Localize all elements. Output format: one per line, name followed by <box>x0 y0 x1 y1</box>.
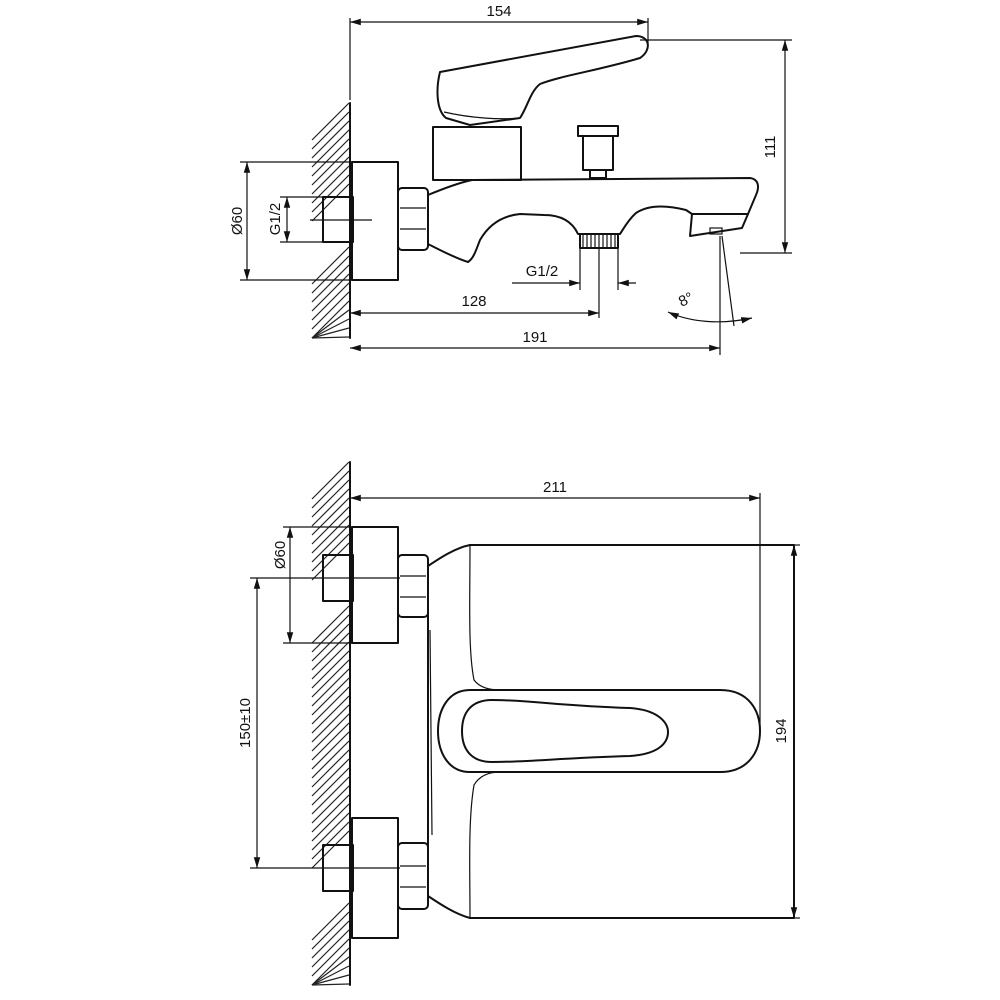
hatch-line <box>311 695 350 734</box>
mixer-body <box>427 177 759 263</box>
hatch-line <box>311 794 350 833</box>
hatch-line <box>311 659 350 698</box>
hatch-line <box>311 111 350 150</box>
hatch-line <box>311 974 350 986</box>
hatch-line <box>311 965 350 986</box>
hatch-line <box>311 327 350 339</box>
hatch-line <box>311 479 350 518</box>
hatch-line <box>311 102 350 141</box>
hatch-line <box>311 515 350 554</box>
hatch-line <box>311 632 350 671</box>
dim-wall-dia: Ø60 <box>229 207 246 235</box>
wall-flange <box>351 161 399 281</box>
dim-width: 194 <box>773 718 790 743</box>
hatch-line <box>311 470 350 509</box>
dim-width-top: 154 <box>486 3 511 20</box>
nut-upper <box>397 554 429 618</box>
lever-oval <box>437 689 761 773</box>
hatch-line <box>311 524 350 563</box>
hatch-line <box>311 803 350 842</box>
hatch-line <box>311 264 350 303</box>
hatch-line <box>311 677 350 716</box>
hatch-line <box>311 542 350 581</box>
hatch-line <box>311 246 350 285</box>
side-view: 154 111 Ø60 G1/2 G1/2 128 191 8° <box>229 3 792 355</box>
hatch-line <box>311 830 350 869</box>
hatch-line <box>311 309 350 339</box>
hatch-line <box>311 920 350 959</box>
hex-nut <box>397 187 429 251</box>
dim-total-length: 191 <box>522 329 547 346</box>
hatch-line <box>311 821 350 860</box>
hatch-line <box>311 120 350 159</box>
hatch-line <box>311 938 350 977</box>
hatch-line <box>311 902 350 941</box>
hatch-line <box>311 812 350 851</box>
mixer-body-top <box>427 544 795 919</box>
hatch-line <box>311 929 350 968</box>
hatch-line <box>311 533 350 572</box>
hatch-line <box>311 668 350 707</box>
hatch-line <box>311 776 350 815</box>
flange-upper <box>351 526 399 644</box>
hatch-line <box>311 731 350 770</box>
hatch-line <box>311 956 350 986</box>
dim-outlet-offset: 128 <box>461 293 486 310</box>
hatch-line <box>311 911 350 950</box>
hatch-line <box>311 758 350 797</box>
hatch-line <box>311 641 350 680</box>
hatch-line <box>311 291 350 330</box>
hatch-line <box>311 983 350 986</box>
nut-lower <box>397 842 429 910</box>
wall-hatch-bottom <box>311 461 351 986</box>
hatch-line <box>311 336 350 339</box>
dim-flange-dia: Ø60 <box>272 541 289 569</box>
hatch-line <box>311 722 350 761</box>
hatch-line <box>311 497 350 536</box>
dim-spout-angle: 8° <box>676 289 696 310</box>
hatch-line <box>311 947 350 986</box>
lever-handle <box>436 35 649 126</box>
hatch-line <box>311 650 350 689</box>
hatch-line <box>311 461 350 500</box>
dim-center-distance: 150±10 <box>237 698 254 748</box>
hatch-line <box>311 713 350 752</box>
hatch-line <box>311 318 350 339</box>
dim-outlet-thread: G1/2 <box>526 263 559 280</box>
hatch-line <box>311 174 350 213</box>
hatch-line <box>311 767 350 806</box>
hatch-line <box>311 506 350 545</box>
diverter-knob <box>577 125 619 179</box>
wall-hatch-top <box>311 102 351 339</box>
hatch-line <box>311 704 350 743</box>
hatch-line <box>311 605 350 644</box>
dim-length: 211 <box>543 479 567 496</box>
hatch-line <box>311 156 350 195</box>
lever-inner <box>461 699 669 763</box>
hatch-line <box>311 282 350 321</box>
hatch-line <box>311 183 350 222</box>
hatch-line <box>311 740 350 779</box>
hatch-line <box>311 300 350 339</box>
hatch-line <box>311 488 350 527</box>
hatch-line <box>311 749 350 788</box>
dim-inlet-thread: G1/2 <box>267 203 284 236</box>
spout-tip <box>689 213 749 237</box>
hatch-line <box>311 686 350 725</box>
flange-lower <box>351 817 399 939</box>
hatch-line <box>311 147 350 186</box>
hatch-line <box>311 129 350 168</box>
top-view: 211 194 Ø60 150±10 <box>237 461 800 986</box>
hatch-line <box>311 785 350 824</box>
dim-height: 111 <box>762 136 779 159</box>
hatch-line <box>311 614 350 653</box>
hatch-line <box>311 138 350 177</box>
outlet-stub <box>579 233 619 249</box>
hatch-line <box>311 255 350 294</box>
cartridge-housing <box>432 126 522 181</box>
